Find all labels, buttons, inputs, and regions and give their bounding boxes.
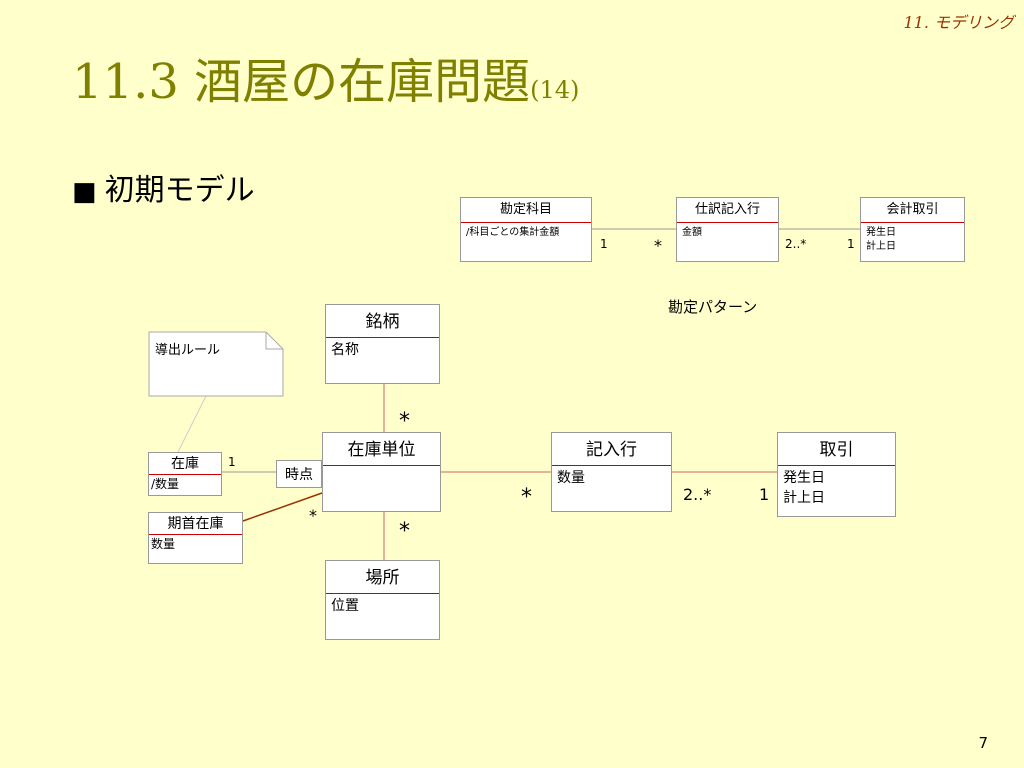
- multiplicity-label: 1: [759, 485, 770, 504]
- class-attribute: 金額: [682, 227, 702, 238]
- multiplicity-label: *: [399, 409, 410, 434]
- class-brand: 銘柄 名称: [325, 304, 440, 384]
- class-attribute: 計上日: [866, 241, 896, 252]
- slide-title-main: 11.3 酒屋の在庫問題: [72, 54, 531, 110]
- square-bullet-icon: ■: [72, 177, 97, 207]
- multiplicity-label: *: [521, 485, 532, 510]
- class-name: 記入行: [552, 433, 671, 466]
- class-name: 銘柄: [326, 305, 439, 338]
- multiplicity-label: 1: [847, 237, 855, 251]
- note-anchor-link: [177, 395, 207, 453]
- class-attribute: 発生日: [866, 227, 896, 238]
- page-number: 7: [978, 734, 988, 752]
- class-accounting-transaction: 会計取引 発生日 計上日: [860, 197, 965, 262]
- pattern-caption: 勘定パターン: [668, 298, 758, 316]
- class-attribute: /科目ごとの集計金額: [466, 227, 560, 238]
- slide-title: 11.3 酒屋の在庫問題(14): [72, 58, 579, 106]
- class-location: 場所 位置: [325, 560, 440, 640]
- class-name: 在庫単位: [323, 433, 440, 466]
- multiplicity-label: 2..*: [683, 485, 712, 504]
- class-name: 勘定科目: [461, 198, 591, 223]
- class-name: 場所: [326, 561, 439, 594]
- class-transaction: 取引 発生日 計上日: [777, 432, 896, 517]
- class-name: 会計取引: [861, 198, 964, 223]
- chapter-header: 11. モデリング: [903, 13, 1014, 32]
- multiplicity-label: 1: [228, 455, 236, 469]
- class-attribute: 計上日: [783, 490, 825, 506]
- class-stock-unit: 在庫単位: [322, 432, 441, 512]
- note-fold: [265, 332, 283, 350]
- class-journal-entry: 仕訳記入行 金額: [676, 197, 779, 262]
- class-opening-stock: 期首在庫 数量: [148, 512, 243, 564]
- multiplicity-label: *: [309, 506, 317, 525]
- bullet-item: ■初期モデル: [72, 176, 255, 206]
- derivation-rule-note: 導出ルール: [155, 343, 221, 358]
- multiplicity-label: 1: [600, 237, 608, 251]
- class-account: 勘定科目 /科目ごとの集計金額: [460, 197, 592, 262]
- class-name: 取引: [778, 433, 895, 466]
- class-attribute: /数量: [151, 477, 180, 491]
- multiplicity-label: 2..*: [785, 237, 807, 251]
- class-attribute: 発生日: [783, 470, 825, 486]
- class-attribute: 名称: [331, 342, 359, 358]
- multiplicity-label: *: [399, 519, 410, 544]
- multiplicity-label: *: [654, 236, 662, 255]
- class-name: 期首在庫: [149, 513, 242, 535]
- qualifier-timepoint: 時点: [276, 460, 322, 488]
- class-name: 在庫: [149, 453, 221, 475]
- class-line-item: 記入行 数量: [551, 432, 672, 512]
- class-attribute: 数量: [557, 470, 585, 486]
- class-attribute: 数量: [151, 537, 176, 551]
- class-stock: 在庫 /数量: [148, 452, 222, 496]
- class-attribute: 位置: [331, 598, 359, 614]
- class-name: 仕訳記入行: [677, 198, 778, 223]
- bullet-text: 初期モデル: [104, 173, 255, 208]
- slide-title-sub: (14): [530, 76, 580, 104]
